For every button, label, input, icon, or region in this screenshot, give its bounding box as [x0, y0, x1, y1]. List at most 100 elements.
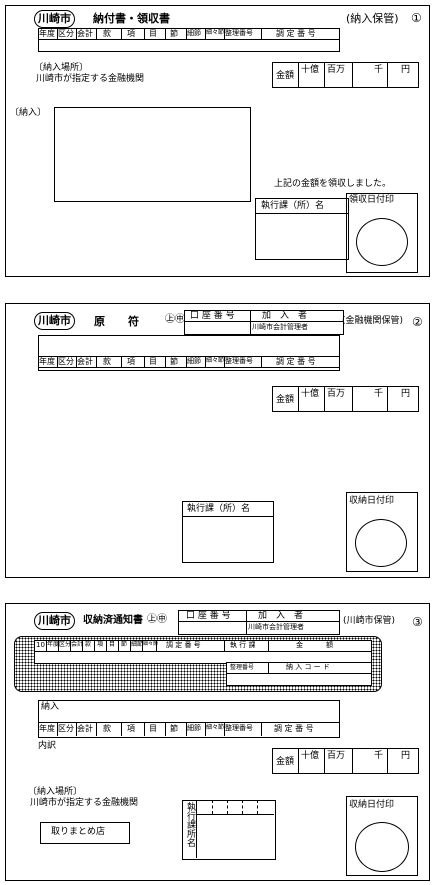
- grid-line: [352, 748, 353, 773]
- grid-cell-label: 整理番号: [225, 357, 253, 365]
- grid-cell-label: 調 定 番 号: [274, 724, 314, 733]
- grid-cell-label: 年度: [39, 29, 55, 38]
- grid-cell-label: 調 定 番 号: [276, 357, 316, 366]
- grid-line: [96, 356, 97, 367]
- grid-line: [34, 651, 371, 652]
- grid-line: [165, 28, 166, 39]
- grid-line: [144, 356, 145, 367]
- grid-line: [178, 621, 339, 622]
- grid-line: [106, 640, 107, 651]
- slip2-title: 原 符: [94, 315, 145, 328]
- grid-cell-label: 円: [401, 389, 411, 399]
- slip3-stamp-box: [346, 796, 418, 876]
- grid-cell-label: 調 定 番 号: [166, 641, 201, 649]
- grid-cell-label: 会計: [77, 29, 93, 38]
- grid-line: [196, 800, 197, 858]
- grid-cell-label: 年度: [39, 357, 55, 366]
- grid-cell-label: 金: [296, 641, 303, 649]
- slip2-stamp-box: [346, 492, 418, 572]
- slip3-dept-label: 執行課所名: [185, 802, 195, 847]
- slip3-aggregating-branch: 取りまとめ店: [51, 827, 106, 837]
- grid-line: [255, 213, 348, 214]
- slip2-dept-label: 執行課（所）名: [187, 504, 251, 514]
- grid-line: [298, 386, 299, 411]
- grid-cell-label: 款: [85, 641, 92, 648]
- grid-line: [38, 356, 339, 357]
- grid-cell-label: 円: [401, 751, 411, 761]
- grid-cell-label: 項: [127, 724, 135, 733]
- grid-cell-label: 目: [149, 357, 157, 366]
- slip3-payer-grid: [38, 700, 340, 738]
- slip1-stamp-label: 領収日付印: [349, 195, 395, 205]
- grid-line: [165, 356, 166, 367]
- grid-cell-label: 細節: [187, 29, 201, 37]
- slip2-stamp-circle: [355, 519, 407, 567]
- grid-cell-label: 節: [170, 724, 178, 733]
- grid-line: [205, 722, 206, 736]
- grid-cell-label: 目: [109, 641, 116, 648]
- grid-line: [76, 356, 77, 367]
- grid-cell-label: 整理番号: [225, 724, 253, 732]
- grid-cell-label: 項: [127, 357, 135, 366]
- slip1-place-text: 川崎市が指定する金融機関: [36, 74, 145, 84]
- grid-cell-label: 細々節: [206, 724, 225, 731]
- slip1-stamp-box: [346, 193, 418, 273]
- grid-cell-label: 十億: [301, 751, 320, 761]
- grid-line: [70, 640, 71, 651]
- grid-line: [76, 722, 77, 736]
- slip1-received-text: 上記の金額を領収しました。: [274, 179, 392, 189]
- grid-line: [96, 28, 97, 39]
- grid-line: [58, 640, 59, 651]
- grid-line: [324, 62, 325, 87]
- slip2-classification-grid: [38, 335, 340, 371]
- grid-line: [186, 356, 187, 367]
- grid-cell-label: 会計: [77, 357, 93, 366]
- grid-cell-label: 千: [374, 389, 384, 399]
- grid-line: [224, 28, 225, 39]
- grid-line: [82, 640, 83, 651]
- grid-cell-label: 細節: [187, 724, 201, 732]
- slip2-symbols: ㊤㊥: [165, 314, 185, 325]
- grid-line: [242, 800, 243, 814]
- city-badge: 川崎市: [34, 10, 75, 28]
- grid-cell-label: 款: [103, 357, 111, 366]
- grid-line: [196, 814, 274, 815]
- slip3-place-text: 川崎市が指定する金融機関: [30, 798, 139, 808]
- grid-line: [38, 367, 339, 368]
- grid-cell-label: 会計: [77, 724, 93, 733]
- grid-line: [182, 516, 273, 517]
- grid-line: [205, 356, 206, 367]
- grid-line: [261, 722, 262, 736]
- grid-line: [205, 28, 206, 39]
- grid-cell-label: 項: [127, 29, 135, 38]
- grid-line: [261, 28, 262, 39]
- grid-line: [57, 28, 58, 39]
- slip1-classification-grid: [38, 28, 340, 52]
- slip1-place-label: 〔納入場所〕: [34, 63, 89, 73]
- grid-line: [387, 386, 388, 411]
- grid-line: [387, 62, 388, 87]
- slip2-amount-box: [272, 386, 419, 412]
- grid-cell-label: 千: [374, 751, 384, 761]
- slip1-title: 納付書・領収書: [93, 12, 170, 25]
- grid-line: [142, 640, 143, 651]
- slip3-place-label: 〔納入場所〕: [28, 787, 83, 797]
- grid-cell-label: 千: [374, 65, 384, 75]
- slip2-subscriber-label: 加 入 者: [262, 311, 308, 321]
- grid-cell-label: 百万: [327, 751, 346, 761]
- slip3-subscriber-value: 川崎市会計管理者: [248, 623, 304, 631]
- grid-line: [38, 722, 339, 723]
- slip2-stamp-label: 収納日付印: [349, 496, 395, 506]
- grid-line: [250, 310, 251, 334]
- grid-line: [224, 356, 225, 367]
- grid-line: [268, 662, 269, 673]
- grid-cell-label: 十億: [301, 389, 320, 399]
- slip3-title: 収納済通知書: [83, 615, 143, 626]
- grid-cell-label: 款: [103, 29, 111, 38]
- slip3-account-box: [178, 610, 340, 635]
- amount-label: 金額: [276, 71, 295, 81]
- grid-cell-label: 細節: [131, 641, 144, 648]
- grid-cell-label: 目: [149, 29, 157, 38]
- grid-cell-label: 十億: [301, 65, 320, 75]
- slip1-stamp-circle: [356, 218, 408, 266]
